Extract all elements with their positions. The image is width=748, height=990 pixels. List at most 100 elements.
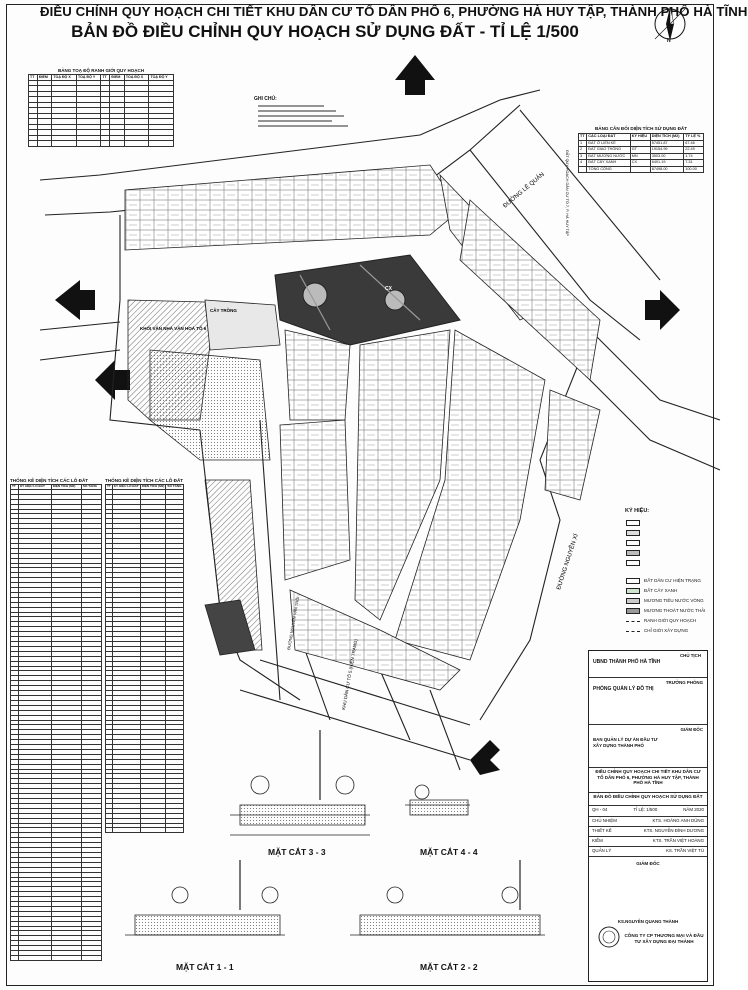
- coordinate-header-cell: TOẠ ĐỘ Y: [75, 74, 102, 81]
- entrance-arrows: [55, 55, 680, 775]
- legend-swatch: [626, 588, 640, 594]
- legend-item: MƯƠNG THOÁT NƯỚC THẢI: [644, 608, 706, 613]
- land-balance-cell: [629, 165, 651, 173]
- coordinate-cell: [109, 90, 125, 97]
- coordinate-cell: [36, 90, 53, 97]
- site-plan-map: ĐƯỜNG LÊ QUẢN ĐƯỜNG NGUYỄN XÍ ĐẤT QUY HO…: [39, 55, 721, 936]
- lot-cell: [10, 955, 19, 961]
- coordinate-cell: [148, 140, 174, 147]
- tb-role: KIỂM: [592, 838, 603, 843]
- coordinate-cell: [75, 118, 102, 125]
- coordinate-cell: [123, 96, 150, 103]
- lot-row: [105, 788, 184, 795]
- coordinate-cell: [75, 107, 102, 114]
- tb-investor: BAN QUẢN LÝ DỰ ÁN ĐẦU TƯ XÂY DỰNG THÀNH …: [589, 725, 707, 768]
- lot-header-cell: DIỆN TÍCH (M2): [139, 484, 167, 490]
- lot-cell: [105, 827, 113, 834]
- legend-swatch: [626, 608, 640, 614]
- lot-row: [105, 582, 184, 589]
- coordinate-cell: [123, 112, 150, 119]
- coordinate-row: [28, 90, 174, 97]
- coordinate-header-cell: TOẠ ĐỘ Y: [148, 74, 174, 81]
- tb-approval-body: UBND THÀNH PHỐ HÀ TĨNH: [593, 659, 661, 665]
- central-park: [274, 254, 461, 346]
- coordinate-cell: [36, 112, 53, 119]
- coordinate-cell: [109, 140, 125, 147]
- lot-stats-left-title: THỐNG KÊ DIỆN TÍCH CÁC LÔ ĐẤT: [10, 478, 89, 483]
- coordinate-cell: [109, 118, 125, 125]
- coordinate-cell: [75, 85, 102, 92]
- coordinate-header-cell: ĐIỂM: [36, 74, 53, 81]
- cx-label: CX: [385, 286, 393, 292]
- tb-company-signer: KS.NGUYỄN QUANG THÀNH: [617, 919, 679, 924]
- section-4-4-label: MẶT CẮT 4 - 4: [420, 847, 478, 857]
- sheet-frame: [6, 4, 714, 986]
- tb-role-name: KTS. TRẦN VIỆT HOÀNG: [652, 838, 704, 843]
- coordinate-row: [28, 96, 174, 103]
- coordinate-cell: [123, 85, 150, 92]
- coordinate-cell: [36, 140, 53, 147]
- land-balance-cell: 100.00: [683, 165, 704, 173]
- lot-cell: [165, 827, 184, 834]
- legend-item: ĐẤT CÂY XANH: [644, 588, 678, 593]
- coordinate-cell: [148, 118, 174, 125]
- tb-sheet: QH - 04: [592, 807, 608, 812]
- coordinate-row: [28, 118, 174, 125]
- coordinate-cell: [75, 96, 102, 103]
- lot-cell: [111, 827, 141, 834]
- coordinate-cell: [148, 107, 174, 114]
- title-block: UBND THÀNH PHỐ HÀ TĨNH CHỦ TỊCH PHÒNG QU…: [588, 650, 708, 982]
- coordinate-cell: [109, 107, 125, 114]
- tb-review-body: PHÒNG QUẢN LÝ ĐÔ THỊ: [593, 686, 654, 692]
- legend-swatch: [626, 540, 640, 546]
- notes-block: GHI CHÚ:: [254, 96, 354, 135]
- coordinate-cell: [148, 112, 174, 119]
- land-balance-title: BẢNG CÂN ĐỐI DIỆN TÍCH SỬ DỤNG ĐẤT: [594, 126, 688, 131]
- coordinate-row: [28, 140, 174, 147]
- coordinate-cell: [36, 101, 53, 108]
- coordinate-cell: [109, 112, 125, 119]
- road-le-quan-label: ĐƯỜNG LÊ QUẢN: [501, 170, 546, 209]
- tb-role-row: KIỂM KTS. TRẦN VIỆT HOÀNG: [589, 837, 707, 847]
- north-arrow-icon: [654, 6, 686, 41]
- legend-swatch: [626, 550, 640, 556]
- section-2-2-label: MẶT CẮT 2 - 2: [420, 962, 478, 972]
- coordinate-cell: [75, 140, 102, 147]
- notes-title: GHI CHÚ:: [254, 96, 277, 102]
- section-drawings: [125, 730, 545, 936]
- legend-swatch: [626, 598, 640, 604]
- road-right-north-label: ĐẤT QUY HOẠCH DÂN CƯ TỔ 7, P. HÀ HUY TẬP: [565, 150, 570, 236]
- tb-drawing-name: BẢN ĐỒ ĐIỀU CHỈNH QUY HOẠCH SỬ DỤNG ĐẤT: [593, 794, 703, 799]
- coordinate-cell: [75, 90, 102, 97]
- coordinate-cell: [75, 79, 102, 86]
- legend-swatch: [626, 578, 640, 584]
- tb-review: PHÒNG QUẢN LÝ ĐÔ THỊ TRƯỞNG PHÒNG: [589, 678, 707, 725]
- coordinate-cell: [148, 79, 174, 86]
- sub-title: BẢN ĐỒ ĐIỀU CHỈNH QUY HOẠCH SỬ DỤNG ĐẤT …: [71, 22, 579, 41]
- coordinate-table-title: BẢNG TOẠ ĐỘ RANH GIỚI QUY HOẠCH: [58, 68, 144, 73]
- coordinate-cell: [109, 85, 125, 92]
- coordinate-cell: [75, 112, 102, 119]
- culture-area: [127, 299, 281, 656]
- north-label: N: [667, 38, 671, 44]
- tb-role-name: KTS. HOÀNG ANH DŨNG: [652, 818, 704, 823]
- legend-item: ĐẤT DÂN CƯ HIỆN TRẠNG: [644, 578, 701, 583]
- legend-swatch: [626, 560, 640, 566]
- legend-item: MƯƠNG TIÊU NƯỚC VÒNG: [644, 598, 704, 603]
- coordinate-cell: [109, 96, 125, 103]
- tb-role-name: KS. TRẦN VIỆT TÙ: [665, 848, 704, 853]
- lot-header-cell: SỐ TẦNG: [165, 484, 184, 490]
- tb-investor-name: BAN QUẢN LÝ DỰ ÁN ĐẦU TƯ XÂY DỰNG THÀNH …: [593, 737, 658, 748]
- tb-role: THIẾT KẾ: [592, 828, 612, 833]
- land-balance-cell: [577, 165, 588, 173]
- coordinate-cell: [123, 140, 150, 147]
- tb-meta: QH - 04 TỈ LỆ: 1/500 NĂM 2020: [589, 806, 707, 817]
- coordinate-cell: [109, 101, 125, 108]
- legend-item: CHỈ GIỚI XÂY DỰNG: [644, 628, 689, 633]
- coordinate-row: [28, 85, 174, 92]
